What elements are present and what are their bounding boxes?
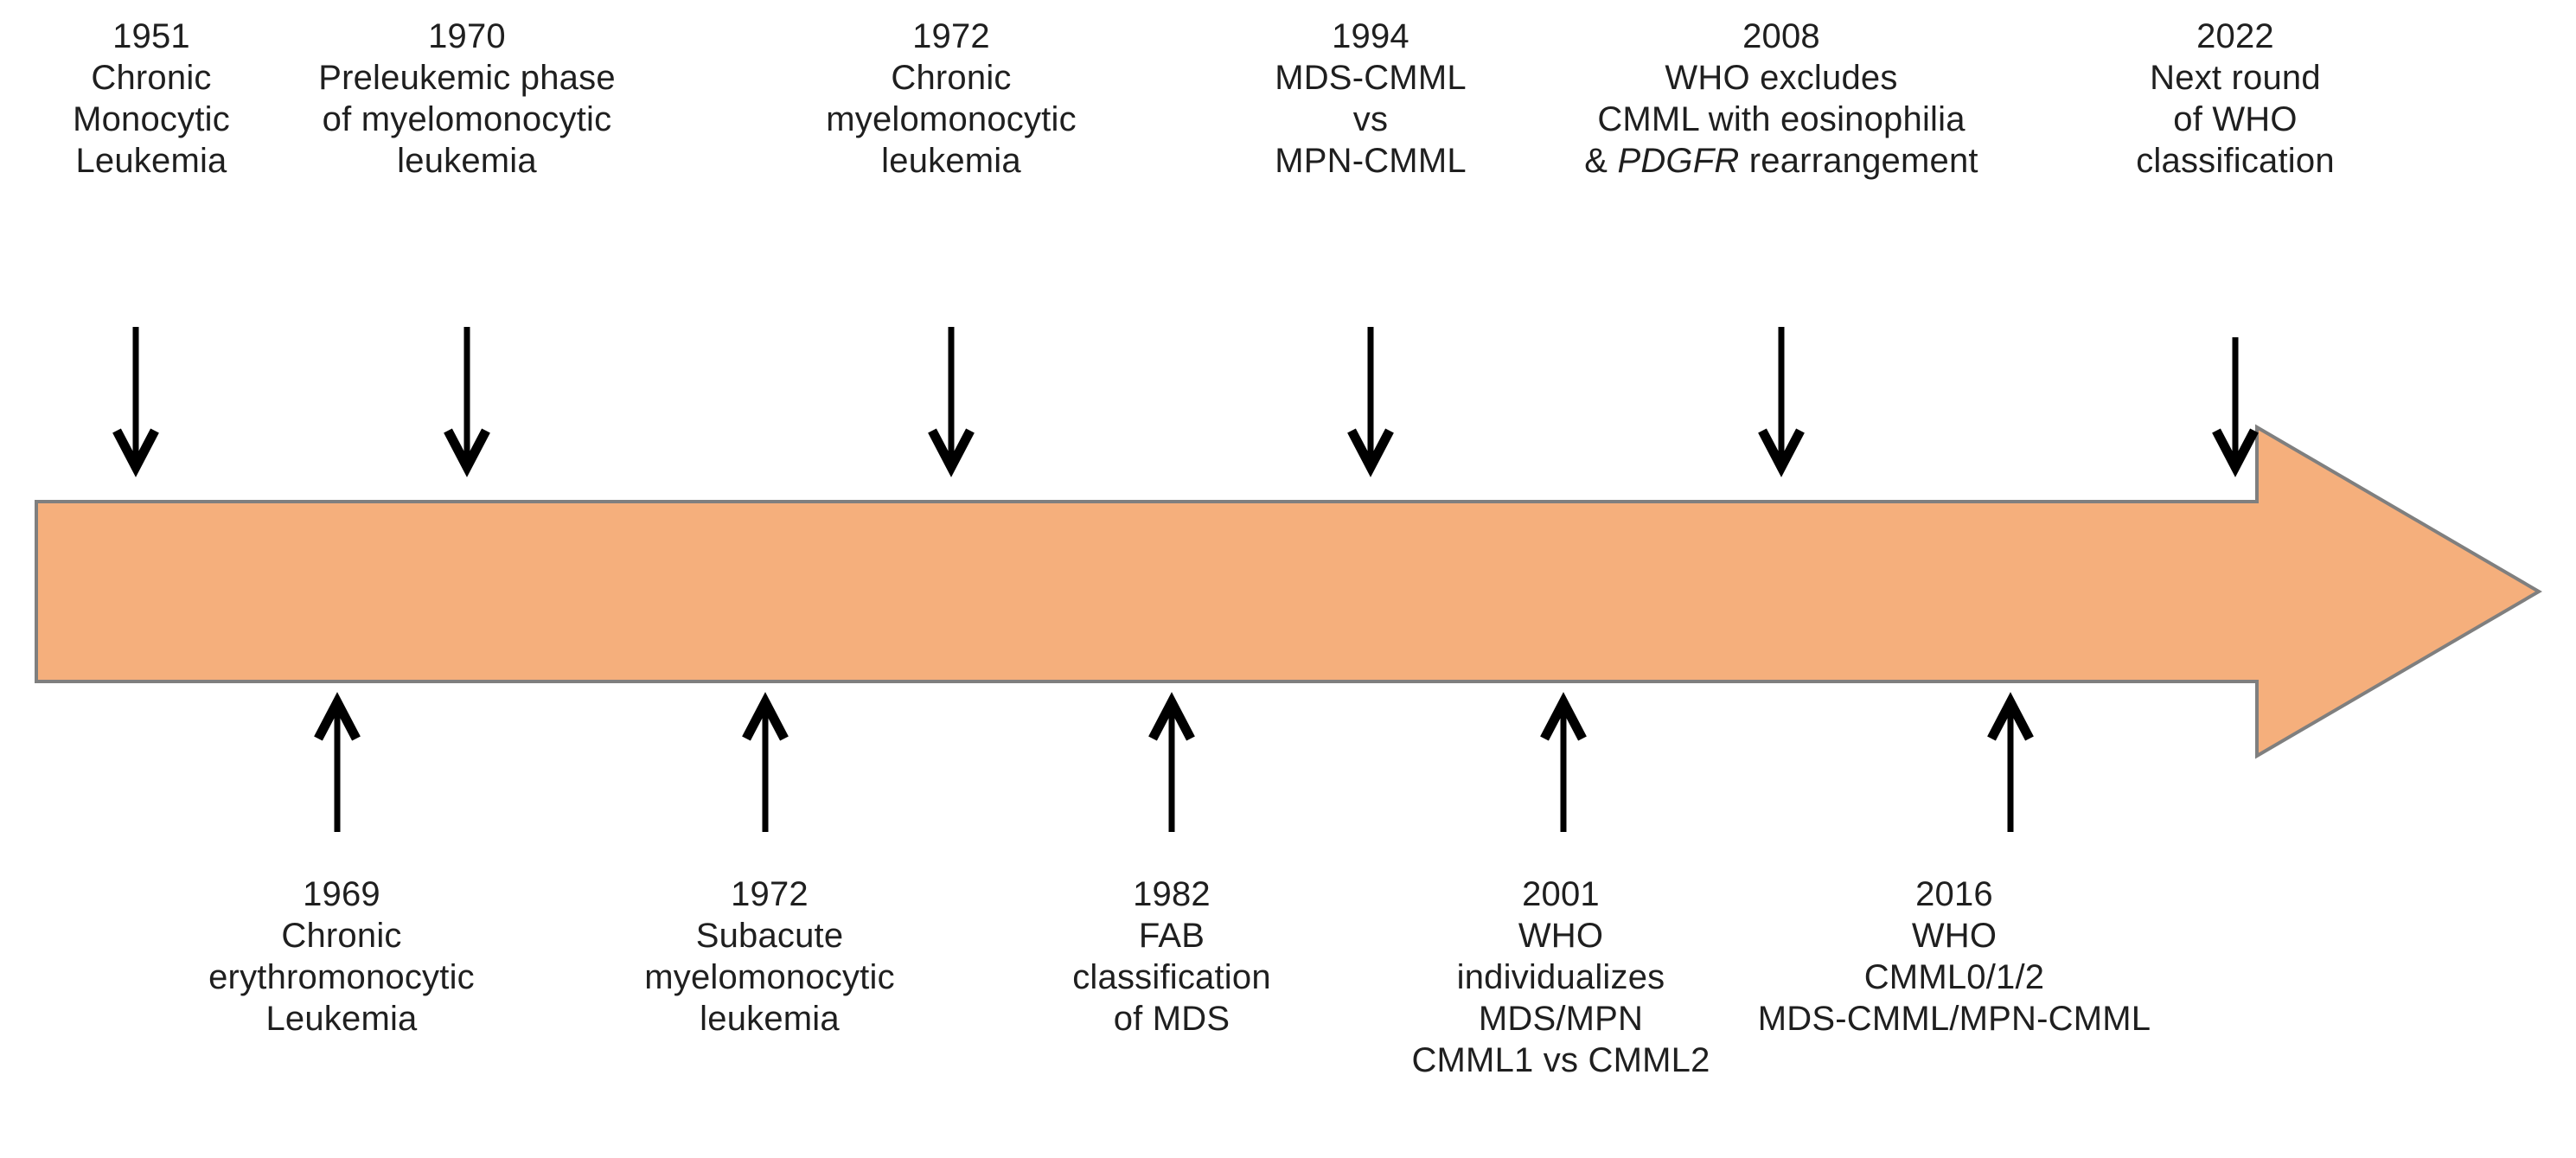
event-label-line-1: WHO excludes [1665,59,1898,97]
event-label-line-3: MPN-CMML [1275,142,1467,180]
event-year-2001: 2001 [1522,875,1600,913]
arrow-down-icon [1347,327,1394,477]
connector-arrow-up-2001 [1539,692,1588,832]
event-label-line-2: CMML0/1/2 [1863,958,2045,996]
connector-arrow-down-2022 [2211,337,2260,477]
event-year-1972: 1972 [731,875,809,913]
arrow-up-icon [1148,692,1195,832]
event-label-line-1: MDS-CMML [1275,59,1467,97]
event-label-line-3: MDS/MPN [1478,1000,1644,1038]
event-label-line-2: myelomonocytic [826,100,1077,138]
event-year-1951: 1951 [112,17,190,55]
event-label-line-1: Chronic [891,59,1012,97]
event-label-line-1: Preleukemic phase [318,59,616,97]
event-label-line-3: Leukemia [75,142,227,180]
event-label-line-1: Subacute [695,917,844,955]
event-label-line-1: WHO [1911,917,1998,955]
event-label-line-3: leukemia [881,142,1021,180]
event-year-1969: 1969 [303,875,380,913]
arrow-up-icon [1540,692,1587,832]
gene-name-italic: PDGFR [1617,142,1740,180]
event-label-line-3: classification [2136,142,2335,180]
event-label-line-2: Monocytic [73,100,230,138]
event-year-1970: 1970 [428,17,506,55]
arrow-up-icon [742,692,789,832]
connector-arrow-down-2008 [1757,327,1806,477]
event-label-line-1: Chronic [91,59,212,97]
event-label-line-1: WHO [1518,917,1604,955]
timeline-arrow-svg [35,424,2542,759]
event-label-line-2: CMML with eosinophilia [1597,100,1966,138]
event-label-line-2: myelomonocytic [644,958,895,996]
event-label-line-3: & PDGFR rearrangement [1584,142,1978,180]
event-label-line-3: of MDS [1113,1000,1230,1038]
event-label-line-2: individualizes [1456,958,1665,996]
connector-arrow-up-1969 [313,692,361,832]
arrow-down-icon [444,327,490,477]
event-label-line-2: of myelomonocytic [322,100,612,138]
connector-arrow-down-1994 [1346,327,1395,477]
event-year-1994: 1994 [1332,17,1409,55]
event-label-line-4: CMML1 vs CMML2 [1411,1041,1710,1079]
event-label-line-2: vs [1352,100,1389,138]
event-label-line-1: Next round [2150,59,2321,97]
event-label-line-2: of WHO [2173,100,2298,138]
timeline-arrow-shape [35,424,2542,759]
connector-arrow-down-1972 [927,327,975,477]
connector-arrow-down-1970 [443,327,491,477]
arrow-down-icon [2212,337,2259,477]
event-year-2016: 2016 [1915,875,1993,913]
event-year-2008: 2008 [1742,17,1820,55]
event-year-1972: 1972 [912,17,990,55]
event-year-2022: 2022 [2196,17,2274,55]
event-year-1982: 1982 [1133,875,1211,913]
event-label-line-1: Chronic [281,917,402,955]
event-label-line-3: leukemia [700,1000,840,1038]
arrow-down-icon [928,327,975,477]
event-label-line-3: MDS-CMML/MPN-CMML [1757,1000,2151,1038]
arrow-up-icon [314,692,361,832]
connector-arrow-up-1982 [1147,692,1196,832]
event-label-line-2: classification [1072,958,1271,996]
event-label-line-2: erythromonocytic [208,958,475,996]
arrow-up-icon [1987,692,2034,832]
event-label-line-3: Leukemia [265,1000,418,1038]
connector-arrow-down-1951 [112,327,160,477]
event-label-line-1: FAB [1138,917,1205,955]
event-label-line-3: leukemia [397,142,537,180]
arrow-down-icon [112,327,159,477]
arrow-down-icon [1758,327,1805,477]
connector-arrow-up-2016 [1986,692,2035,832]
timeline-arrow-polygon [35,424,2542,759]
connector-arrow-up-1972 [741,692,789,832]
